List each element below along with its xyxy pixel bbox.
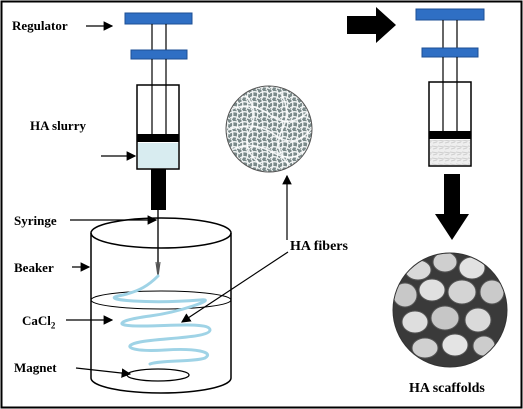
- right-syringe-barrel: [428, 81, 472, 167]
- label-ha-slurry: HA slurry: [30, 118, 86, 133]
- left-regulator-top: [124, 12, 193, 25]
- label-cacl2-prefix: CaCl: [22, 313, 51, 328]
- liquid-surface: [90, 290, 232, 310]
- process-arrows: [347, 7, 469, 240]
- label-ha-scaffolds: HA scaffolds: [409, 381, 485, 396]
- label-magnet: Magnet: [14, 360, 57, 375]
- right-plunger: [429, 131, 471, 139]
- arrow-right: [347, 7, 396, 43]
- ha-fibers-image: [225, 85, 313, 173]
- label-syringe: Syringe: [14, 213, 57, 228]
- left-syringe: [124, 12, 193, 277]
- right-slurry: [430, 140, 470, 165]
- label-ha-fibers: HA fibers: [290, 239, 348, 254]
- right-regulator-top: [415, 8, 485, 21]
- right-regulator-bottom: [421, 47, 479, 58]
- left-regulator-bottom: [130, 49, 188, 60]
- left-syringe-tip: [151, 169, 166, 210]
- right-syringe: [415, 8, 485, 167]
- label-arrows: [66, 21, 292, 378]
- ha-scaffolds-image: [392, 252, 508, 368]
- label-regulator: Regulator: [12, 18, 68, 33]
- label-beaker: Beaker: [14, 260, 54, 275]
- label-cacl2: CaCl2: [22, 314, 55, 331]
- magnet: [126, 368, 190, 382]
- arrow-down: [435, 174, 469, 240]
- label-cacl2-subscript: 2: [50, 320, 56, 331]
- fiber-coil: [113, 274, 212, 366]
- beaker-rim: [90, 217, 232, 249]
- left-slurry: [138, 143, 178, 168]
- left-plunger: [137, 134, 179, 142]
- beaker: [90, 217, 232, 394]
